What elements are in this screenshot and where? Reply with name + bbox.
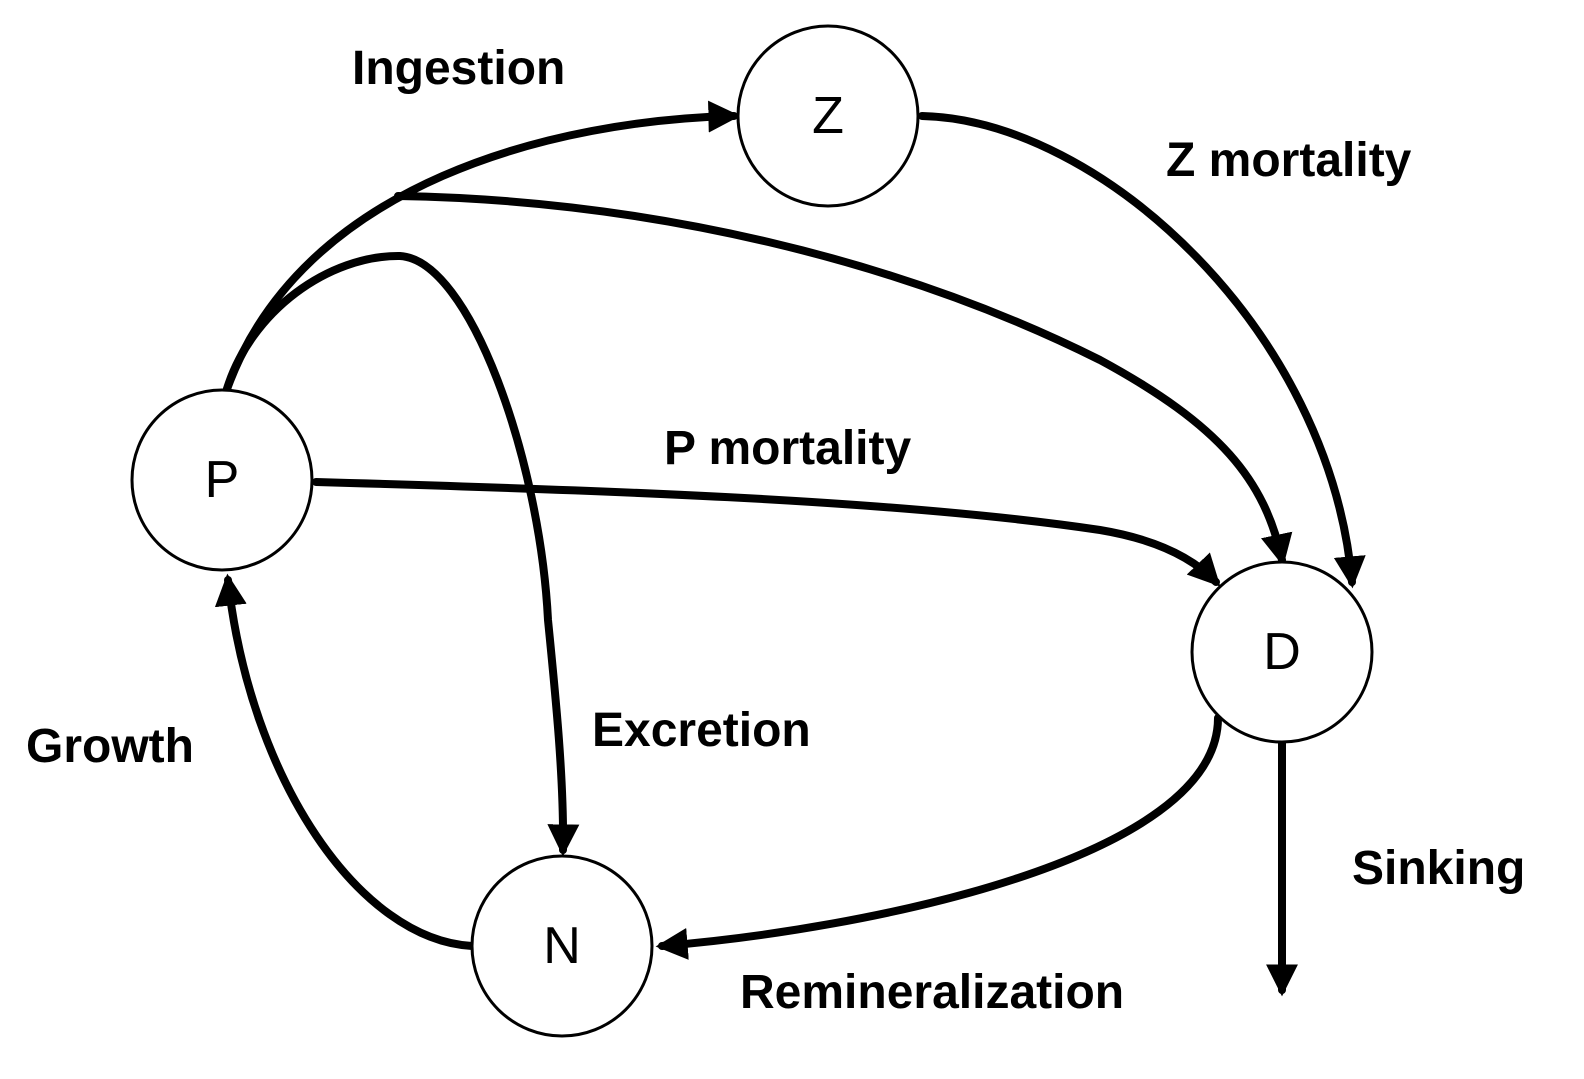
node-z: Z (736, 24, 920, 208)
zooplankton-excretion-to-detritus-arrow (394, 192, 1293, 567)
node-d-label: D (1263, 623, 1301, 681)
excretion-arrow (222, 251, 580, 857)
node-n-label: N (543, 917, 581, 975)
node-d-circle (1190, 560, 1374, 744)
label-growth: Growth (26, 720, 194, 773)
ingestion-arrow (222, 100, 741, 396)
node-n: N (470, 854, 654, 1038)
growth-arrow (214, 573, 476, 950)
p-mortality-arrow (312, 478, 1221, 587)
label-remineralization: Remineralization (740, 966, 1124, 1019)
node-z-label: Z (812, 87, 844, 145)
node-p-circle (130, 388, 314, 572)
node-n-circle (470, 854, 654, 1038)
label-excretion: Excretion (592, 704, 811, 757)
node-p-label: P (205, 451, 240, 509)
z-mortality-arrow (918, 112, 1366, 589)
label-p-mortality: P mortality (664, 422, 912, 475)
label-sinking: Sinking (1352, 842, 1525, 895)
label-ingestion: Ingestion (352, 42, 565, 95)
label-z-mortality: Z mortality (1166, 134, 1412, 187)
node-z-circle (736, 24, 920, 208)
node-d: D (1190, 560, 1374, 744)
node-p: P (130, 388, 314, 572)
remineralization-arrow (655, 714, 1222, 960)
